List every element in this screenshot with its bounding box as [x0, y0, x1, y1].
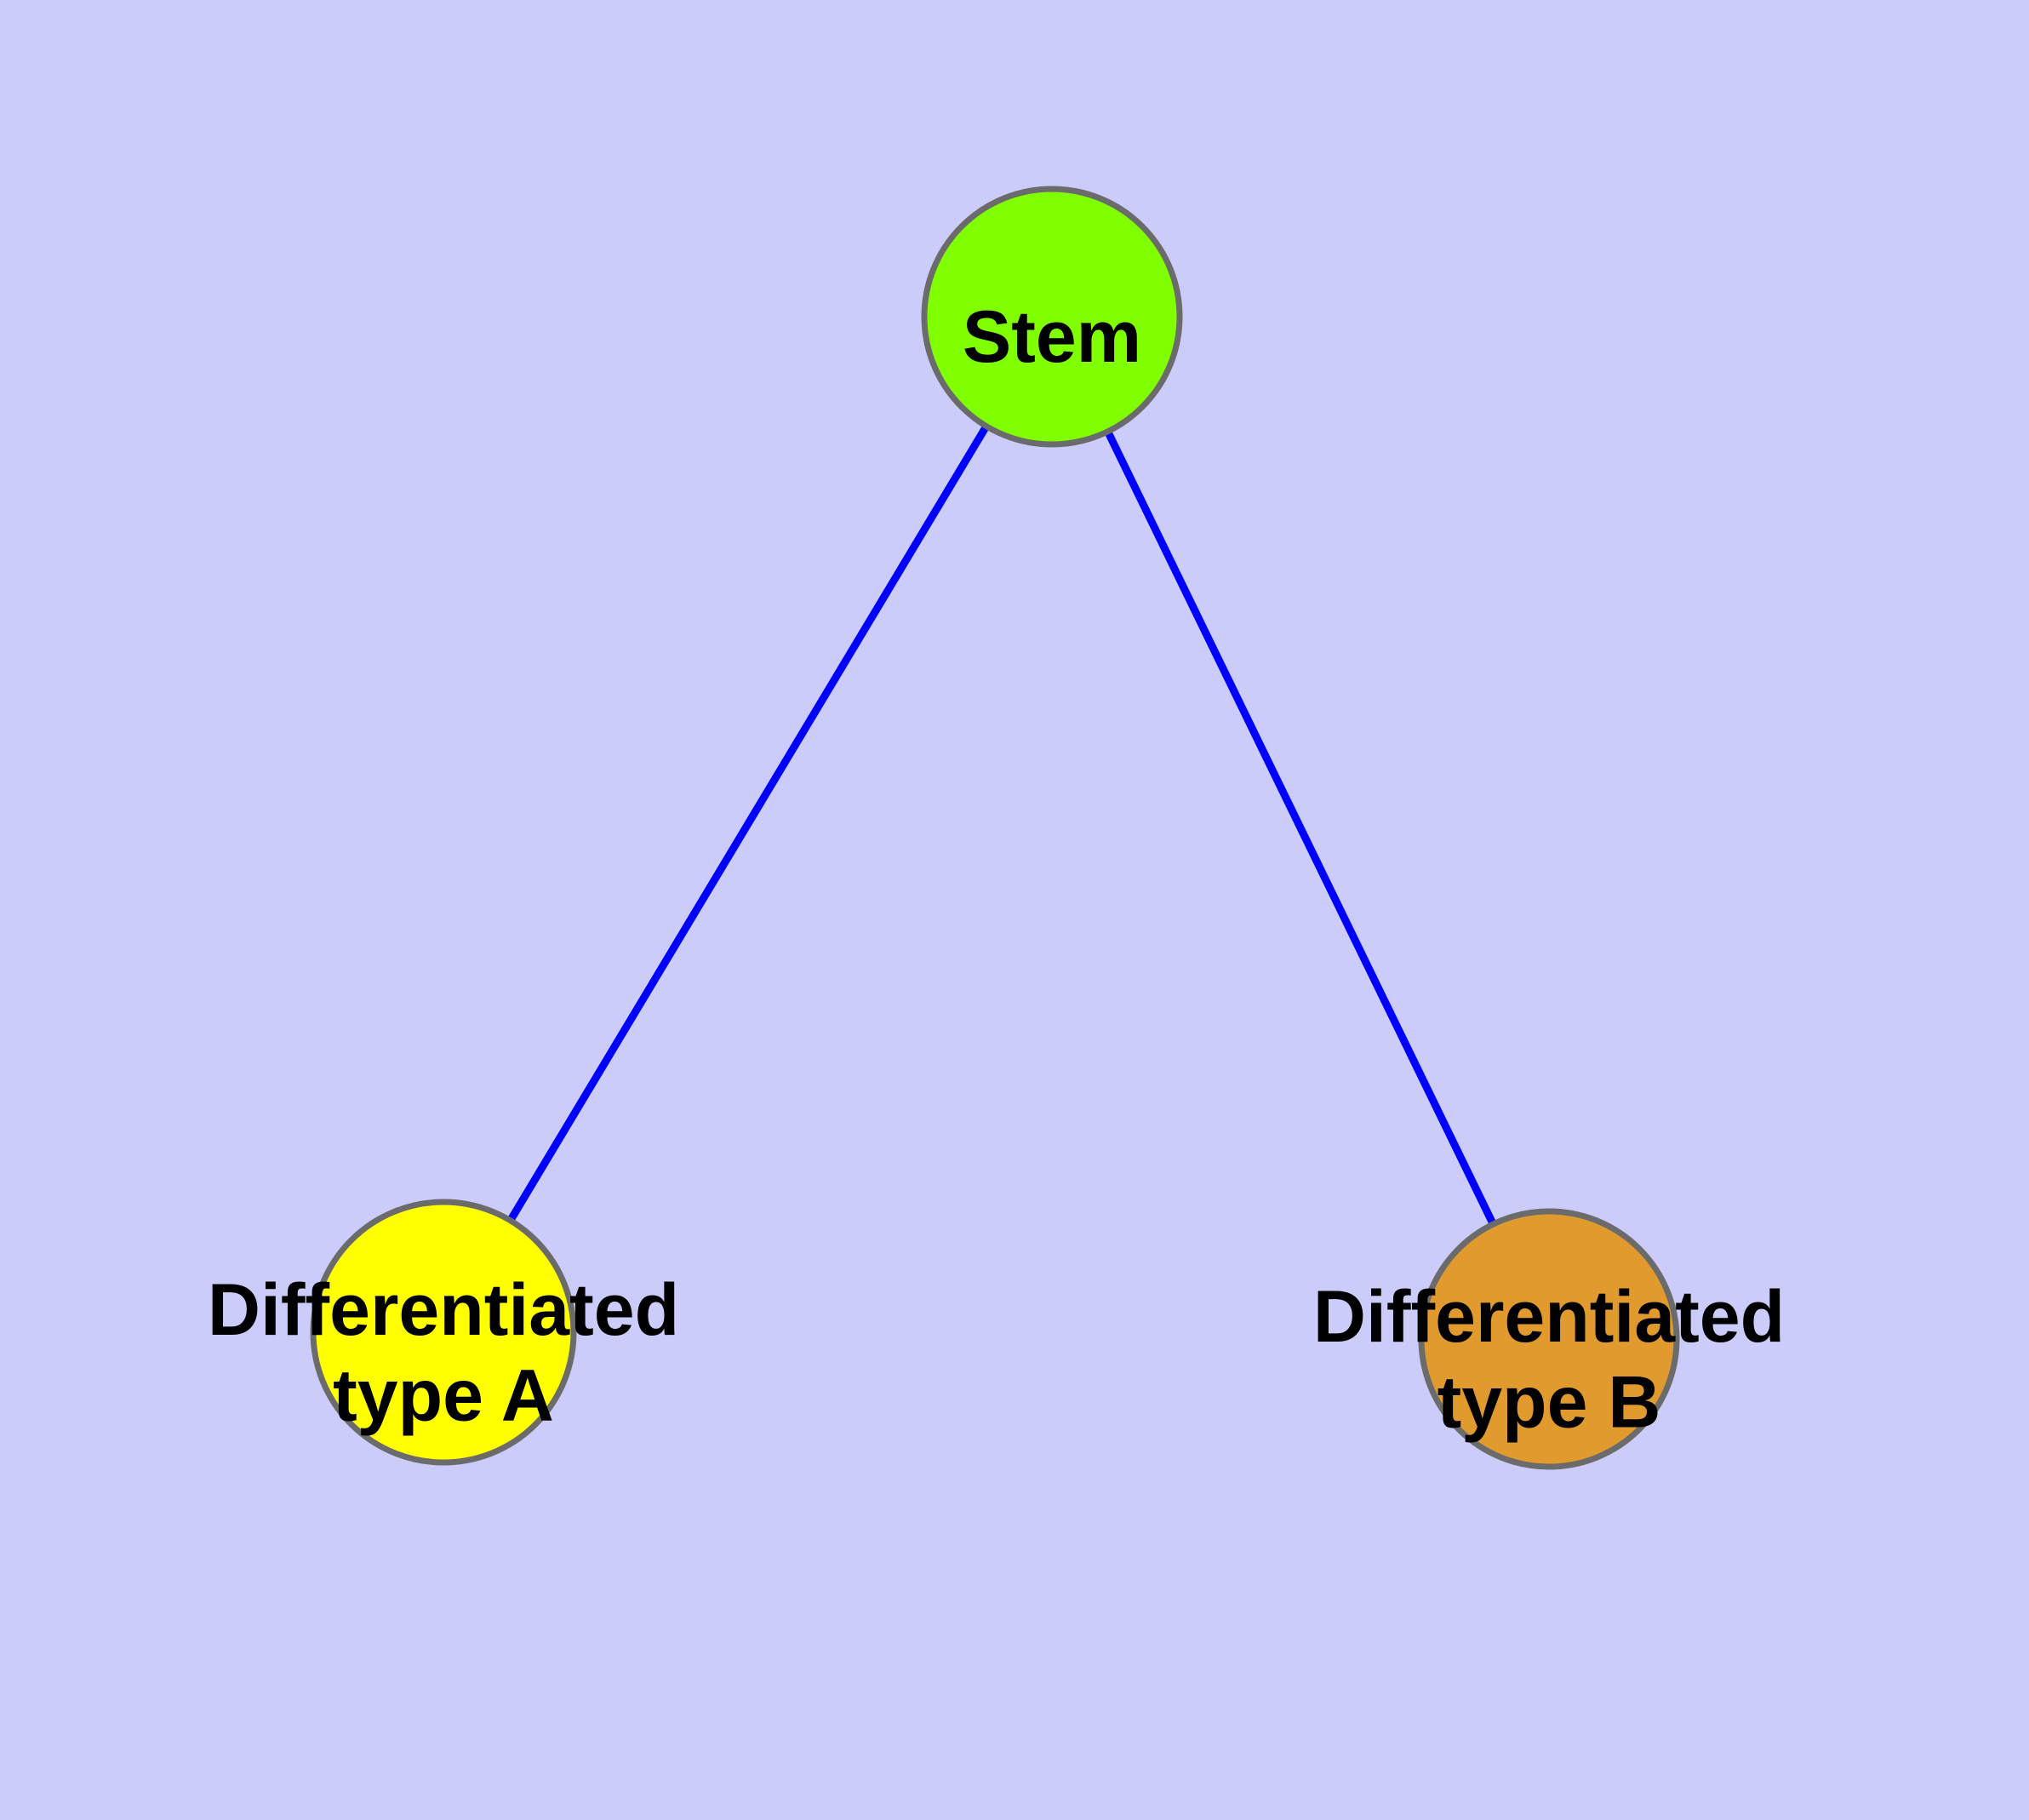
node-label-line: Stem — [963, 296, 1141, 378]
node-differentiated-type-b-circle[interactable] — [1418, 1208, 1680, 1470]
node-label-line: Differentiated — [208, 1269, 679, 1351]
node-differentiated-type-a-circle[interactable] — [310, 1199, 577, 1466]
node-label-line: type B — [1437, 1361, 1661, 1443]
node-stem-circle[interactable] — [921, 186, 1183, 448]
node-label-line: Differentiated — [1313, 1276, 1785, 1358]
node-stem-label: Stem — [963, 296, 1141, 378]
edge-layer — [440, 314, 1553, 1341]
node-stem[interactable]: Stem — [921, 186, 1183, 448]
edge-stem-to-differentiated-type-b[interactable] — [1048, 315, 1553, 1341]
edge-stem-to-differentiated-type-a[interactable] — [440, 314, 1055, 1335]
node-label-line: type A — [333, 1354, 554, 1436]
